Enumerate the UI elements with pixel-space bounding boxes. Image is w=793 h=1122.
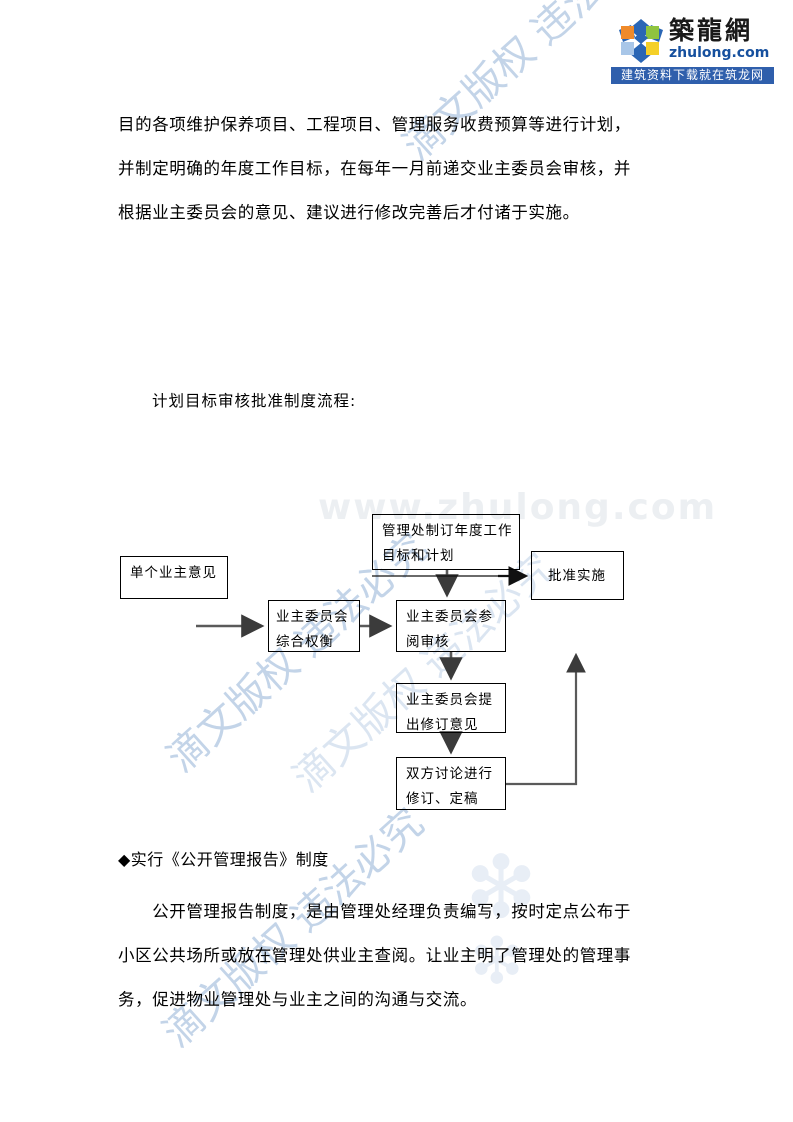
flow-node-committee-revise: 业主委员会提 出修订意见 [396, 683, 506, 733]
site-logo: 築龍網 zhulong.com 建筑资料下载就在筑龙网 [611, 17, 774, 85]
flow-node-approve: 批准实施 [531, 551, 624, 600]
paragraph-top: 目的各项维护保养项目、工程项目、管理服务收费预算等进行计划， 并制定明确的年度工… [118, 115, 631, 222]
flow-node-final-draft: 双方讨论进行 修订、定稿 [396, 757, 506, 810]
flow-node-committee-review: 业主委员会参 阅审核 [396, 600, 506, 652]
flowchart-heading: 计划目标审核批准制度流程: [152, 392, 357, 410]
logo-top-row: 築龍網 zhulong.com [611, 17, 774, 65]
flowchart: 管理处制订年度工作 目标和计划 单个业主意见 批准实施 业主委员会 综合权衡 业… [0, 440, 793, 840]
logo-banner-text: 建筑资料下载就在筑龙网 [611, 67, 774, 84]
flowchart-edges [196, 566, 586, 786]
logo-brand-text: 築龍網 [669, 16, 754, 45]
zhulong-pinwheel-logo-icon [619, 19, 663, 63]
bullet-heading: ◆实行《公开管理报告》制度 [118, 850, 329, 869]
paragraph-bottom: 公开管理报告制度，是由管理处经理负责编写，按时定点公布于 小区公共场所或放在管理… [118, 902, 631, 1009]
flow-node-committee-weigh: 业主委员会 综合权衡 [268, 600, 360, 652]
logo-domain-text: zhulong.com [669, 45, 770, 61]
flow-node-mgmt-plan: 管理处制订年度工作 目标和计划 [372, 514, 520, 570]
flow-node-owner-opinion: 单个业主意见 [120, 556, 228, 599]
